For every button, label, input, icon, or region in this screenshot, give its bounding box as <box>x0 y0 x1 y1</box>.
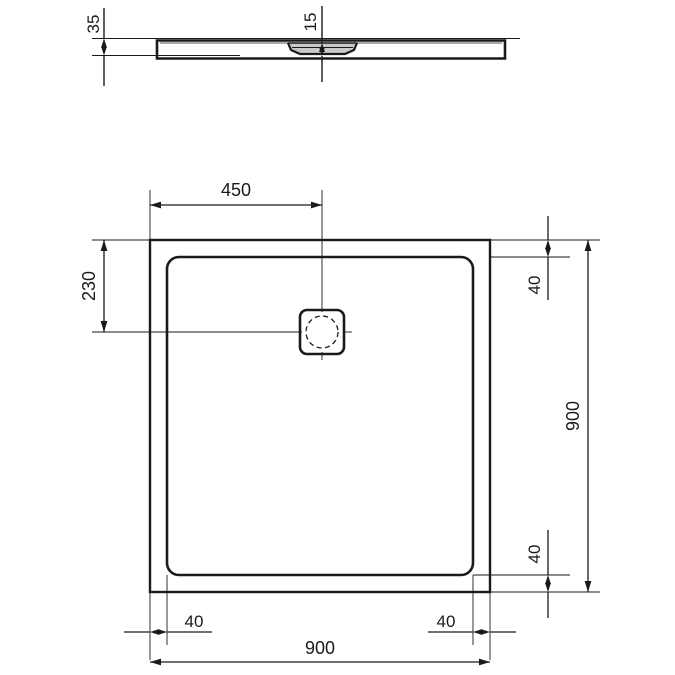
dim-15-label: 15 <box>301 13 320 32</box>
dim-900-h-arrow-right <box>479 658 490 666</box>
dim-900-horizontal: 900 <box>150 638 490 666</box>
dim-230-label: 230 <box>79 271 99 301</box>
dim-900-h-arrow-left <box>150 658 161 666</box>
dim-230-arrow-top <box>100 240 108 251</box>
dim-230-arrow-bottom <box>100 321 108 332</box>
dim-450-arrow-right <box>311 201 322 209</box>
section-view: 35 15 <box>84 6 520 86</box>
drain-square <box>298 308 346 356</box>
dim-450-arrow-left <box>150 201 161 209</box>
tray-section-outline <box>155 39 507 60</box>
dim-40-bottom-left: 40 <box>124 612 212 635</box>
dim-900-v-arrow-top <box>584 240 592 251</box>
dim-40-bottom-right-label: 40 <box>525 545 544 564</box>
tray-inner-outline <box>165 255 475 577</box>
dim-900-v-arrow-bottom <box>584 581 592 592</box>
dim-40-bottom-left-label: 40 <box>185 612 204 631</box>
tray-outer-outline <box>148 238 492 594</box>
dim-450: 450 <box>150 180 322 209</box>
dim-900-vertical-label: 900 <box>563 401 583 431</box>
dim-40-top-right: 40 <box>525 216 551 300</box>
dim-40-bottom-right-h: 40 <box>428 612 516 635</box>
plan-view: 450 230 40 40 900 <box>79 180 600 666</box>
dim-40-bottom-right-h-label: 40 <box>437 612 456 631</box>
dim-900-horizontal-label: 900 <box>305 638 335 658</box>
dim-35-label: 35 <box>84 15 103 34</box>
dim-900-vertical: 900 <box>563 240 592 592</box>
drain-section-detail <box>286 42 359 56</box>
drain-outlet <box>298 308 346 356</box>
dim-230: 230 <box>79 240 108 332</box>
dim-40-top-right-label: 40 <box>525 276 544 295</box>
drain-circle <box>305 315 339 349</box>
dim-40-bottom-right: 40 <box>525 530 551 618</box>
dim-450-label: 450 <box>221 180 251 200</box>
